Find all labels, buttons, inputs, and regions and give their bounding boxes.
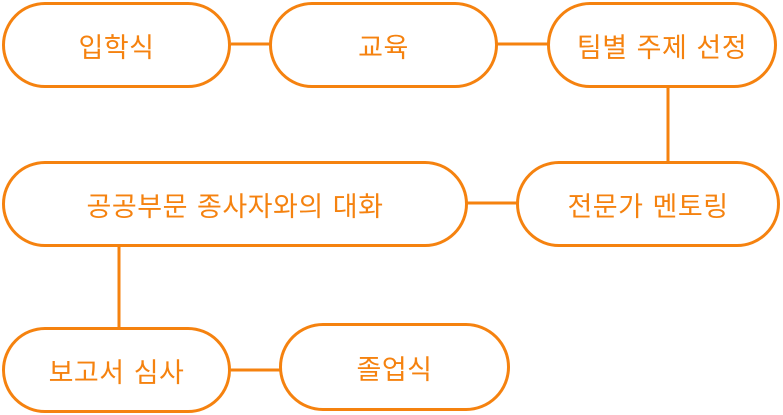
step-education: 교육 xyxy=(269,2,498,88)
step-graduation: 졸업식 xyxy=(279,323,510,411)
step-mentoring: 전문가 멘토링 xyxy=(516,161,780,247)
step-topic: 팀별 주제 선정 xyxy=(547,2,777,88)
step-dialogue: 공공부문 종사자와의 대화 xyxy=(2,161,468,247)
step-entrance: 입학식 xyxy=(2,2,231,88)
step-education-label: 교육 xyxy=(358,32,409,64)
step-mentoring-label: 전문가 멘토링 xyxy=(567,191,729,223)
step-report: 보고서 심사 xyxy=(2,327,231,413)
step-dialogue-label: 공공부문 종사자와의 대화 xyxy=(86,191,384,223)
step-topic-label: 팀별 주제 선정 xyxy=(576,32,748,64)
step-report-label: 보고서 심사 xyxy=(48,357,185,389)
step-entrance-label: 입학식 xyxy=(78,32,155,64)
step-graduation-label: 졸업식 xyxy=(356,354,433,386)
